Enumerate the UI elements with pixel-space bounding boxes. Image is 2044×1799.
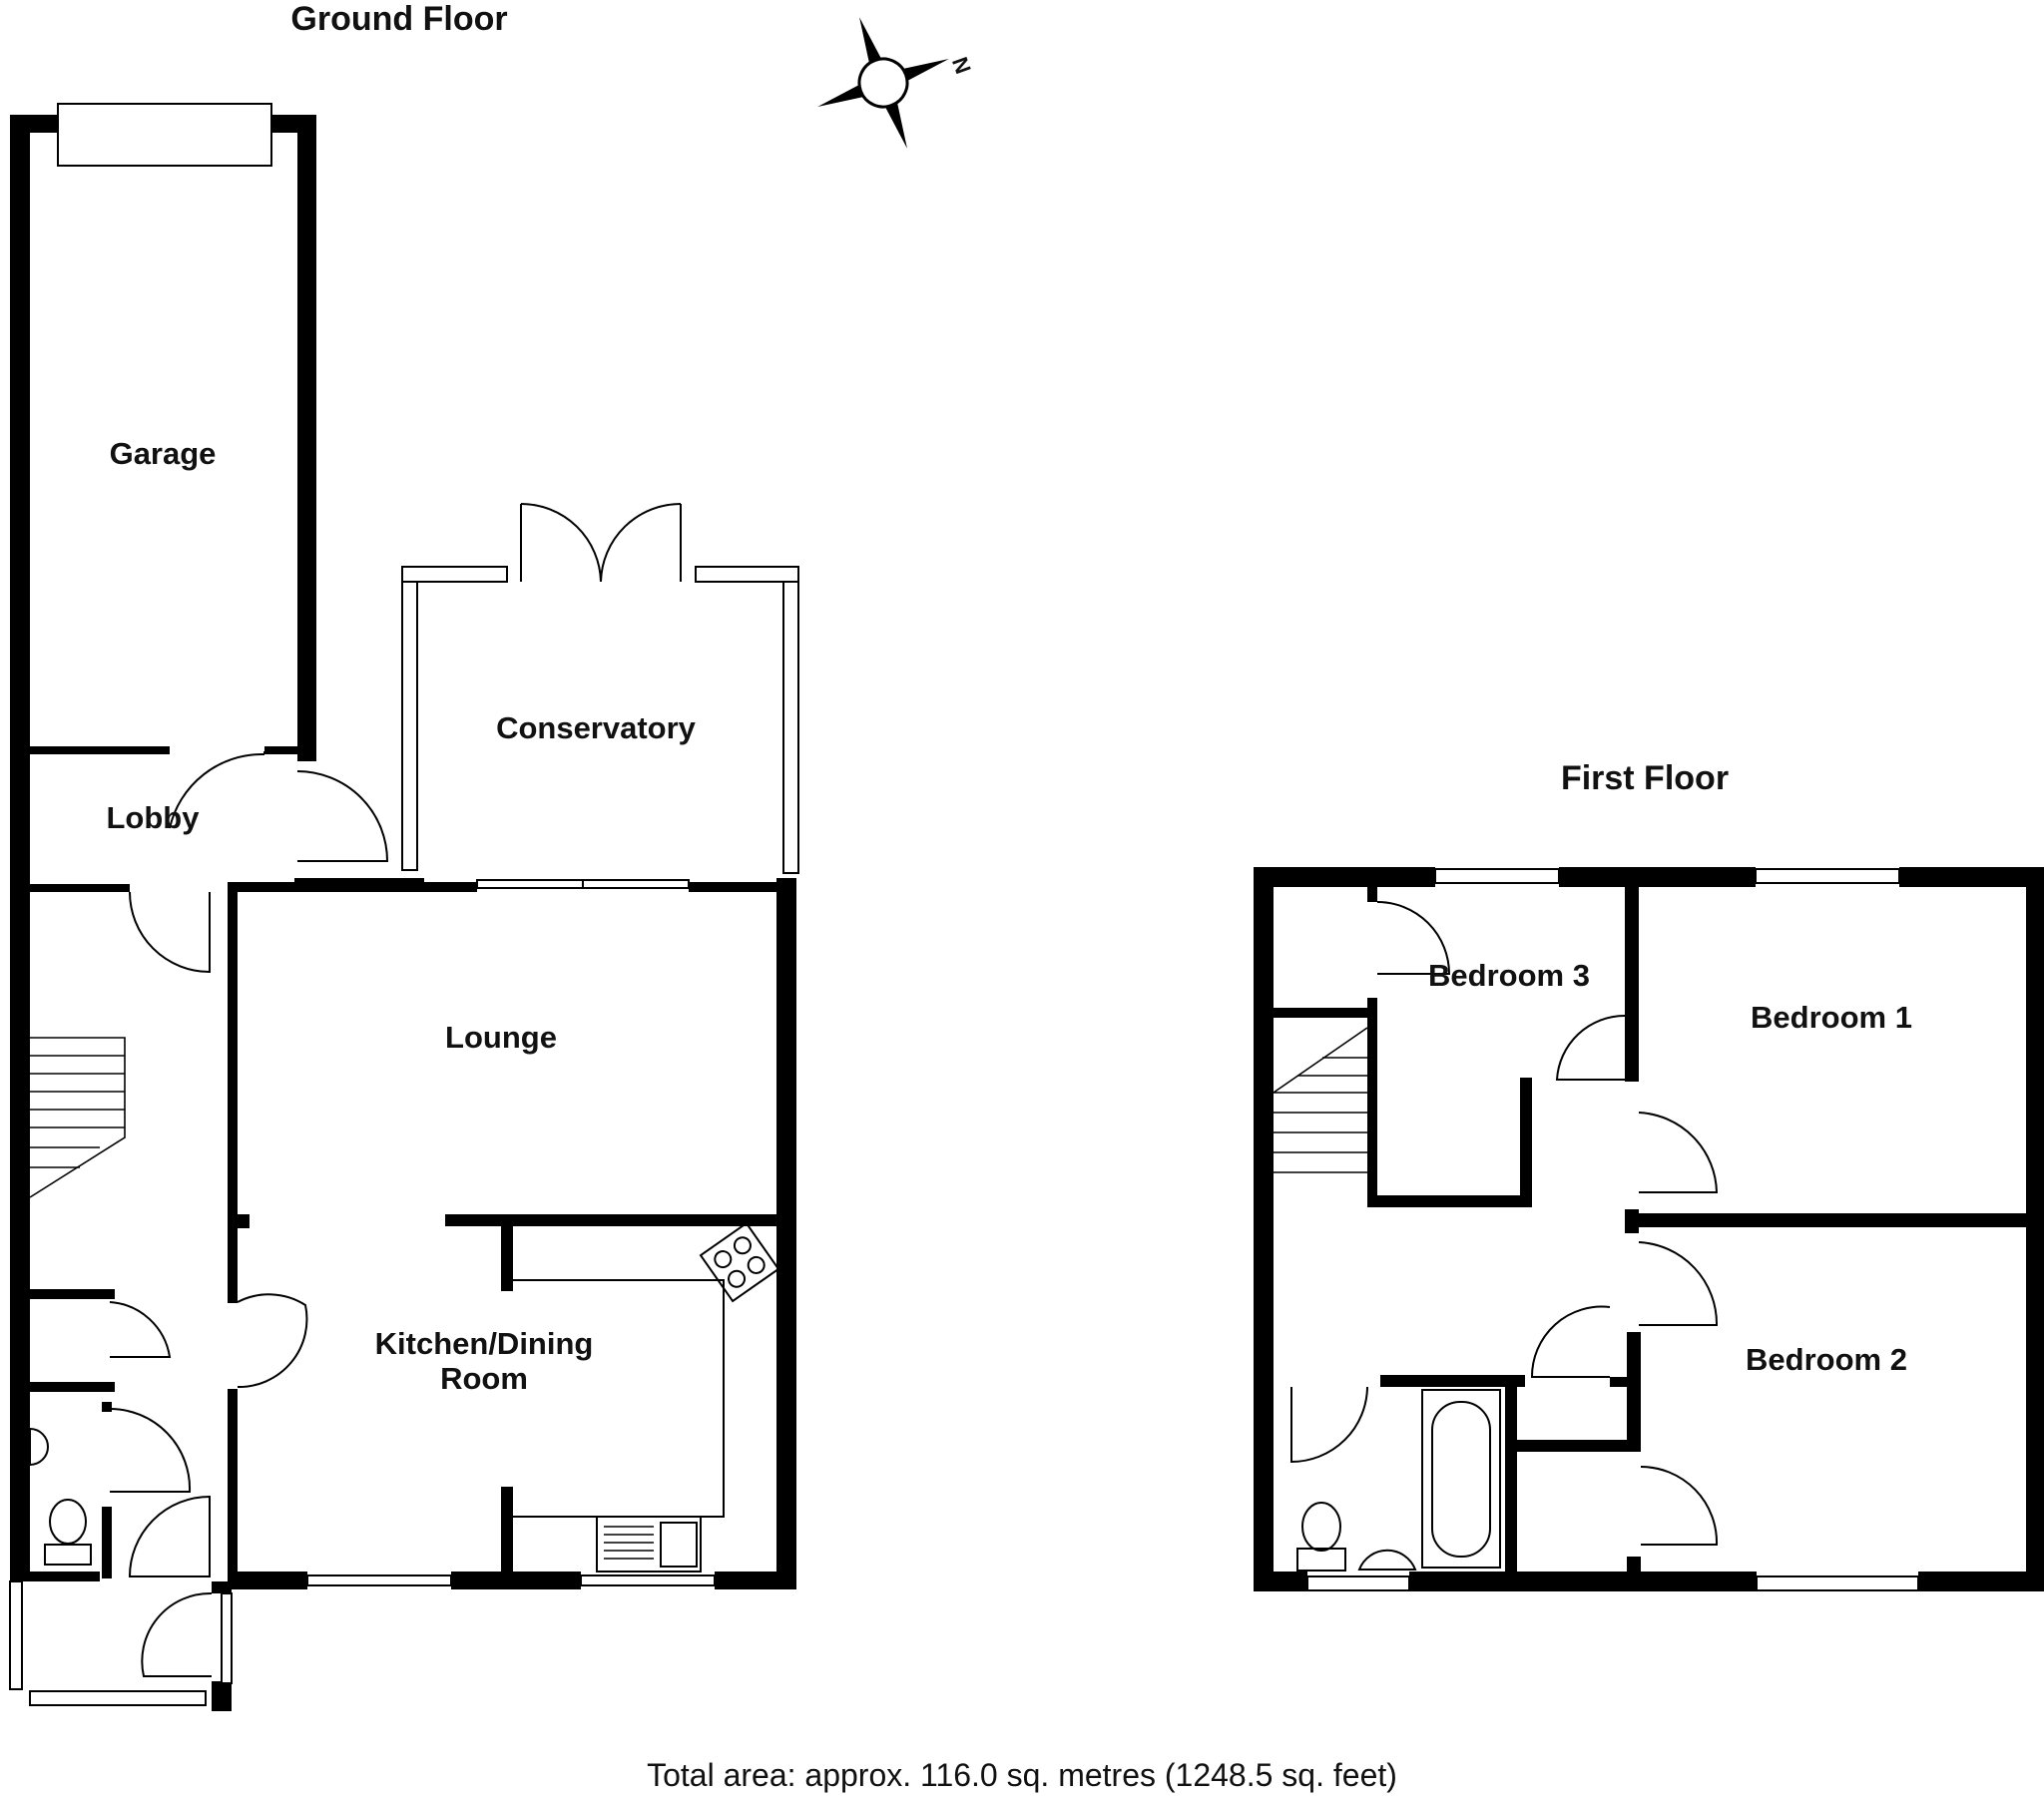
ground-floor-stairs (29, 1037, 126, 1198)
room-label-lounge: Lounge (445, 1020, 557, 1055)
conservatory-frame (401, 503, 799, 874)
room-label-lobby: Lobby (107, 800, 201, 835)
kitchen-units (513, 1221, 780, 1573)
room-label-bedroom2: Bedroom 2 (1746, 1342, 1907, 1377)
ground-floor-doors (109, 751, 389, 1677)
sink-icon (596, 1516, 702, 1573)
compass-north-label: N (947, 54, 976, 77)
room-label-conservatory: Conservatory (496, 710, 697, 745)
first-floor-doors (1290, 901, 1719, 1546)
first-toilet-icon (1301, 1502, 1341, 1552)
first-floor-title: First Floor (1561, 759, 1729, 797)
room-label-bedroom1: Bedroom 1 (1751, 1000, 1912, 1035)
ground-floor-title: Ground Floor (290, 0, 507, 38)
room-label-bedroom3: Bedroom 3 (1428, 958, 1590, 993)
room-label-kitchen-line1: Kitchen/Dining (375, 1326, 594, 1361)
compass-rose-icon (817, 17, 949, 149)
ground-floor-windows (306, 879, 716, 1586)
porch-outline (9, 1580, 233, 1706)
ground-floor-walls (10, 115, 796, 1711)
total-area-text: Total area: approx. 116.0 sq. metres (12… (647, 1757, 1397, 1793)
first-floor-windows (1306, 868, 1919, 1591)
bathroom-fittings (1296, 1389, 1501, 1572)
toilet-icon (49, 1499, 87, 1545)
first-floor-walls (1254, 867, 2044, 1591)
room-label-kitchen-line2: Room (440, 1361, 528, 1396)
first-floor-stairs (1273, 1027, 1368, 1173)
basin-icon (29, 1427, 49, 1467)
room-label-garage: Garage (110, 436, 217, 471)
garage-door (57, 103, 272, 167)
ground-wc-fittings (29, 1427, 92, 1566)
hob-icon (699, 1221, 780, 1303)
bath-icon (1421, 1389, 1501, 1569)
first-basin-icon (1357, 1549, 1417, 1571)
